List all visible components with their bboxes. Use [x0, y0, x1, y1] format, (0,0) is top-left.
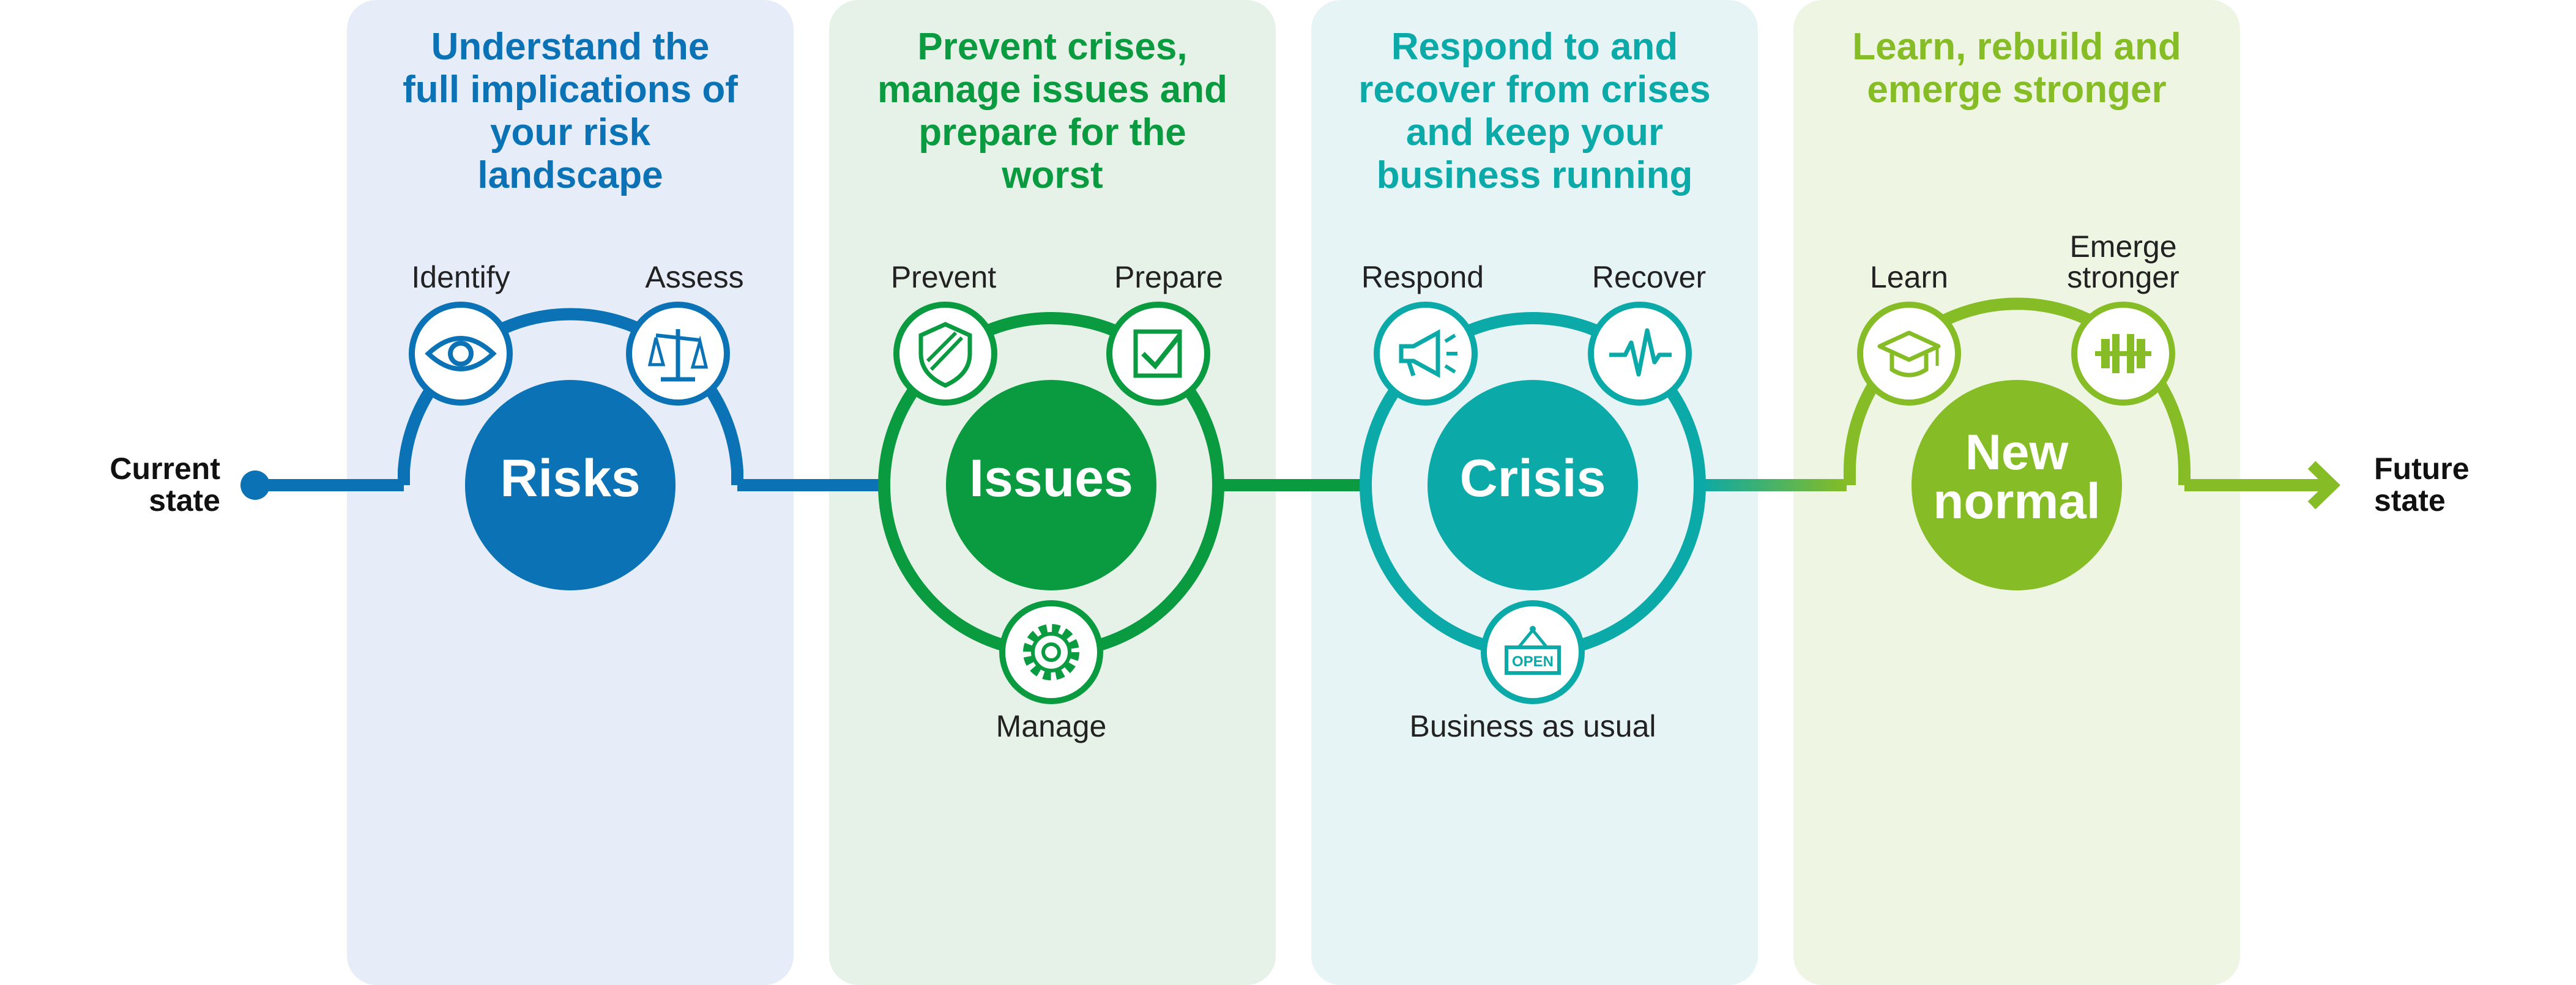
label-recover: Recover — [1591, 260, 1707, 294]
label-learn: Learn — [1870, 260, 1948, 294]
stage-heading-issues: Prevent crises, manage issues and prepar… — [877, 26, 1228, 196]
new-normal-arc — [1844, 297, 2191, 485]
label-identify: Identify — [411, 260, 510, 294]
circle-label-crisis: Crisis — [1459, 449, 1606, 508]
scales-icon — [626, 302, 730, 406]
eye-icon — [409, 302, 513, 406]
graduation-cap-icon — [1857, 302, 1961, 406]
stage-heading-risks: Understand the full implications of your… — [403, 26, 738, 196]
circle-label-new-normal: New normal — [1933, 425, 2101, 529]
megaphone-icon — [1374, 302, 1478, 406]
start-label: Current state — [110, 452, 220, 518]
risks-arc — [398, 308, 743, 485]
circle-label-risks: Risks — [500, 449, 641, 508]
label-manage: Manage — [996, 709, 1107, 743]
label-emerge-stronger: Emerge stronger — [2067, 229, 2180, 294]
label-respond: Respond — [1361, 260, 1484, 294]
stage-heading-crisis: Respond to and recover from crises and k… — [1358, 26, 1711, 196]
heartbeat-icon — [1588, 302, 1692, 406]
label-prepare: Prepare — [1114, 260, 1223, 294]
stage-heading-new-normal: Learn, rebuild and emerge stronger — [1852, 26, 2181, 111]
dumbbell-icon — [2071, 302, 2175, 406]
end-label: Future state — [2374, 452, 2470, 518]
label-assess: Assess — [645, 260, 744, 294]
shield-icon — [893, 302, 997, 406]
circle-label-issues: Issues — [969, 449, 1133, 508]
new-normal-circle — [1912, 380, 2122, 590]
issues-circle — [946, 380, 1156, 590]
label-business-as-usual: Business as usual — [1409, 709, 1656, 743]
open-sign-text: OPEN — [1512, 653, 1554, 670]
label-prevent: Prevent — [890, 260, 997, 294]
open-sign-icon: OPEN — [1481, 600, 1585, 704]
crisis-circle — [1428, 380, 1638, 590]
checkbox-icon — [1106, 302, 1210, 406]
risks-circle — [465, 380, 676, 590]
connector-crisis-new-normal — [1700, 479, 1847, 491]
end-arrow-head — [2307, 461, 2340, 510]
gear-icon — [999, 600, 1103, 704]
